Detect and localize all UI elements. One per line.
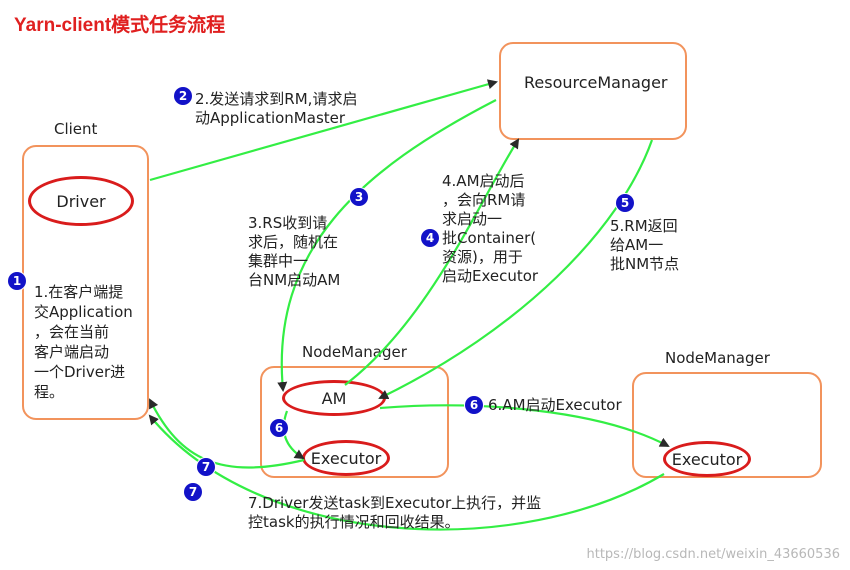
- watermark-text: https://blog.csdn.net/weixin_43660536: [586, 547, 840, 562]
- executor-label: Executor: [671, 449, 743, 469]
- step-badge-5: 5: [616, 194, 634, 212]
- step5-line: 5.RM返回: [610, 217, 678, 235]
- step5-line: 给AM一: [610, 236, 664, 254]
- step4-text: 4.AM启动后 ，会向RM请 求启动一 批Container( 资源)，用于 启…: [442, 172, 538, 286]
- node-manager-1-label: NodeManager: [302, 343, 407, 361]
- step4-line: 求启动一: [442, 210, 503, 228]
- step2-line: 2.发送请求到RM,请求启: [195, 90, 358, 108]
- step4-line: 启动Executor: [442, 267, 539, 285]
- client-label: Client: [54, 120, 98, 138]
- driver-label: Driver: [56, 191, 106, 211]
- arrow-step4: [344, 138, 520, 386]
- step-badge-2: 2: [174, 87, 192, 105]
- step1-line: 一个Driver进: [34, 363, 126, 381]
- step-badge-6a: 6: [270, 419, 288, 437]
- step1-line: ，会在当前: [34, 323, 110, 341]
- step1-line: 1.在客户端提: [34, 283, 124, 301]
- step7-text: 7.Driver发送task到Executor上执行，并监 控task的执行情况…: [248, 494, 541, 532]
- step1-line: 交Application: [34, 303, 133, 321]
- executor-node-2: Executor: [663, 441, 751, 477]
- step7-line: 控task的执行情况和回收结果。: [248, 513, 460, 531]
- step-badge-4: 4: [421, 229, 439, 247]
- step1-text: 1.在客户端提 交Application ，会在当前 客户端启动 一个Drive…: [34, 282, 133, 402]
- step1-line: 客户端启动: [34, 343, 110, 361]
- step2-line: 动ApplicationMaster: [195, 109, 346, 127]
- step7-line: 7.Driver发送task到Executor上执行，并监: [248, 494, 542, 512]
- arrow-step6a: [282, 410, 305, 460]
- am-label: AM: [321, 388, 347, 408]
- step3-text: 3.RS收到请 求后，随机在 集群中一 台NM启动AM: [248, 214, 340, 290]
- step3-line: 台NM启动AM: [248, 271, 341, 289]
- diagram-title: Yarn-client模式任务流程: [14, 15, 226, 36]
- resource-manager-label: ResourceManager: [524, 73, 668, 92]
- driver-node: Driver: [28, 176, 134, 226]
- step5-line: 批NM节点: [610, 255, 680, 273]
- step4-line: 4.AM启动后: [442, 172, 525, 190]
- resource-manager-box: [499, 42, 687, 140]
- step4-line: ，会向RM请: [442, 191, 526, 209]
- step3-line: 求后，随机在: [248, 233, 339, 251]
- step3-line: 3.RS收到请: [248, 214, 328, 232]
- arrow-step2: [149, 79, 498, 182]
- step-badge-7a: 7: [197, 458, 215, 476]
- step-badge-7b: 7: [184, 483, 202, 501]
- step3-line: 集群中一: [248, 252, 309, 270]
- arrow-step3: [277, 99, 497, 392]
- arrow-step5: [378, 139, 654, 399]
- arrow-step6b: [379, 404, 670, 447]
- step5-text: 5.RM返回 给AM一 批NM节点: [610, 217, 679, 274]
- step1-line: 程。: [34, 383, 65, 401]
- step-badge-1: 1: [8, 272, 26, 290]
- node-manager-2-label: NodeManager: [665, 349, 770, 367]
- step4-line: 资源)，用于: [442, 248, 523, 266]
- step6-text: 6.AM启动Executor: [488, 396, 622, 414]
- step2-text: 2.发送请求到RM,请求启 动ApplicationMaster: [195, 90, 357, 128]
- executor-label: Executor: [310, 448, 382, 468]
- am-node: AM: [282, 380, 386, 416]
- step-badge-3: 3: [350, 188, 368, 206]
- step-badge-6b: 6: [465, 396, 483, 414]
- step4-line: 批Container(: [442, 229, 537, 247]
